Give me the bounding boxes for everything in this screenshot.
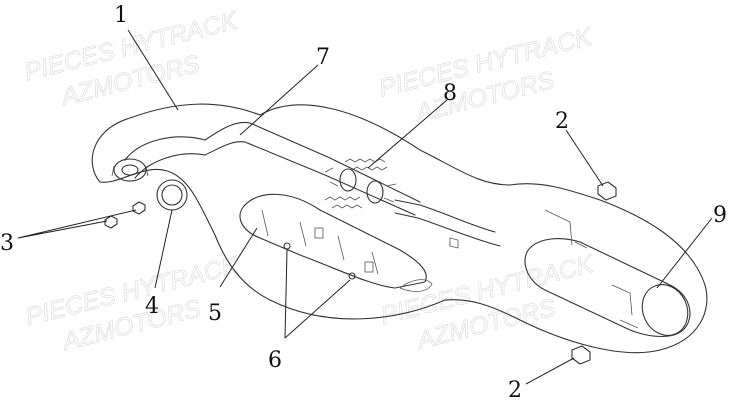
- pipe-bracket: [449, 237, 459, 249]
- spring-clamps: [324, 158, 397, 209]
- assembly-outline: [91, 103, 708, 354]
- callout-9: 9: [713, 203, 727, 228]
- nuts: [104, 201, 146, 229]
- callout-1: 1: [114, 3, 128, 28]
- muffler: [524, 209, 691, 338]
- callout-2-top: 2: [555, 109, 569, 134]
- gasket: [156, 179, 188, 211]
- bolt-2: [348, 272, 356, 280]
- callout-8: 8: [443, 81, 457, 106]
- callout-7: 7: [316, 45, 330, 70]
- watermark-1: PIECES HYTRACK AZMOTORS: [21, 6, 241, 112]
- callout-4: 4: [145, 294, 159, 319]
- bushing-bottom: [571, 345, 591, 365]
- callout-6: 6: [268, 348, 282, 373]
- callout-3: 3: [0, 231, 14, 256]
- heat-shield: [239, 193, 433, 292]
- watermark-2: PIECES HYTRACK AZMOTORS: [376, 22, 596, 128]
- bushing-top: [597, 181, 617, 201]
- callout-5: 5: [208, 301, 222, 326]
- bolt-1: [283, 242, 291, 250]
- connecting-pipe: [394, 199, 501, 247]
- callout-2-bottom: 2: [508, 378, 522, 400]
- watermark-4: PIECES HYTRACK AZMOTORS: [377, 249, 597, 355]
- leader-lines: [17, 29, 713, 385]
- header-pipe: [111, 121, 421, 216]
